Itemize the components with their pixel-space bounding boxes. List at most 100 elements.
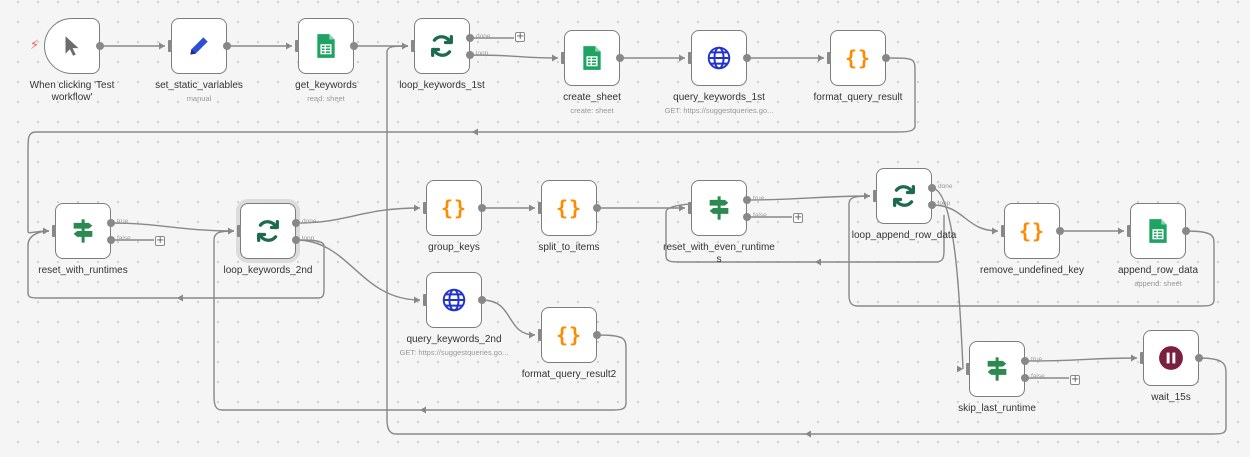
output-port[interactable] [882, 54, 890, 62]
input-port[interactable] [168, 40, 172, 52]
node-title: loop_keywords_1st [399, 80, 485, 91]
node-loop-keywords-2nd[interactable] [240, 203, 296, 259]
node-get-keywords[interactable] [298, 18, 354, 74]
output-port-done[interactable] [928, 184, 936, 192]
input-port[interactable] [538, 202, 542, 214]
input-port[interactable] [966, 363, 970, 375]
branch-label-true: true [753, 195, 765, 202]
branch-label-loop: loop [476, 50, 489, 57]
input-port[interactable] [688, 202, 692, 214]
add-node-button[interactable]: + [1070, 374, 1080, 385]
output-port-true[interactable] [743, 196, 751, 204]
output-port-false[interactable] [743, 213, 751, 221]
connection-arrow [805, 430, 811, 438]
input-port[interactable] [1127, 225, 1131, 237]
input-port[interactable] [295, 40, 299, 52]
input-port[interactable] [52, 225, 56, 237]
input-port[interactable] [688, 52, 692, 64]
input-port[interactable] [423, 294, 427, 306]
output-port[interactable] [593, 204, 601, 212]
node-skip-last-runtime[interactable] [969, 341, 1025, 397]
add-node-button[interactable]: + [515, 31, 525, 42]
input-port[interactable] [827, 52, 831, 64]
node-split-to-items[interactable]: {} [541, 180, 597, 236]
input-port[interactable] [561, 52, 565, 64]
node-append-row-data[interactable] [1130, 203, 1186, 259]
input-port[interactable] [538, 329, 542, 341]
code-braces-icon: {} [440, 196, 468, 220]
node-query-keywords-1st[interactable] [691, 30, 747, 86]
connection-loop2-loop-to-query2 [295, 239, 421, 301]
code-braces-icon: {} [555, 323, 583, 347]
output-port[interactable] [478, 204, 486, 212]
input-port[interactable] [237, 225, 241, 237]
output-port-true[interactable] [107, 219, 115, 227]
connection-loop-append-loop-to-remove [931, 204, 999, 232]
node-create-sheet[interactable] [564, 30, 620, 86]
input-port[interactable] [1001, 225, 1005, 237]
output-port-loop[interactable] [466, 51, 474, 59]
connection-loop1-loop-to-create [469, 54, 559, 59]
connection-arrow [177, 294, 183, 302]
node-title: query_keywords_1st [673, 92, 765, 103]
node-loop-keywords-1st[interactable] [414, 18, 470, 74]
node-trigger[interactable] [44, 18, 100, 74]
node-query-keywords-2nd[interactable] [426, 272, 482, 328]
output-port[interactable] [616, 54, 624, 62]
node-format-query-result2[interactable]: {} [541, 307, 597, 363]
add-node-button[interactable]: + [793, 212, 803, 223]
output-port[interactable] [96, 42, 104, 50]
node-set-static-variables[interactable] [171, 18, 227, 74]
output-port[interactable] [1182, 227, 1190, 235]
connection-arrow [992, 227, 998, 235]
output-port-done[interactable] [292, 219, 300, 227]
branch-label-done: done [302, 218, 317, 225]
node-loop-append-row-data[interactable] [876, 168, 932, 224]
output-port[interactable] [743, 54, 751, 62]
connection-format-back-to-reset [27, 57, 916, 234]
connection-reset-even-true-to-loop-append [746, 195, 871, 201]
input-port[interactable] [873, 190, 877, 202]
connection-arrow [286, 42, 292, 50]
node-title: loop_keywords_2nd [223, 265, 313, 276]
output-port[interactable] [1056, 227, 1064, 235]
node-title: reset_with_runtimes [38, 265, 128, 276]
connection-arrow [864, 192, 870, 200]
output-port[interactable] [478, 296, 486, 304]
node-title: skip_last_runtime [958, 403, 1036, 414]
google-sheets-icon [315, 33, 337, 59]
connection-arrow [159, 42, 165, 50]
output-port[interactable] [223, 42, 231, 50]
output-port-false[interactable] [107, 236, 115, 244]
node-reset-with-even-runtimes[interactable] [691, 180, 747, 236]
input-port[interactable] [1140, 352, 1144, 364]
node-subtitle: GET: https://suggestqueries.go... [399, 348, 509, 357]
input-port[interactable] [411, 40, 415, 52]
connection-arrow [679, 54, 685, 62]
pause-icon [1158, 345, 1184, 371]
node-wait-15s[interactable] [1143, 330, 1199, 386]
connection-loop-append-done-to-skip [931, 187, 964, 370]
node-group-keys[interactable]: {} [426, 180, 482, 236]
node-title: loop_append_row_data [851, 230, 957, 241]
signpost-icon [705, 194, 733, 222]
node-format-query-result[interactable]: {} [830, 30, 886, 86]
code-braces-icon: {} [1018, 219, 1046, 243]
input-port[interactable] [423, 202, 427, 214]
loop-icon [428, 32, 456, 60]
output-port-false[interactable] [1021, 374, 1029, 382]
output-port[interactable] [593, 331, 601, 339]
node-reset-with-runtimes[interactable] [55, 203, 111, 259]
branch-label-done: done [476, 33, 491, 40]
connection-arrow [818, 54, 824, 62]
output-port-loop[interactable] [928, 201, 936, 209]
output-port-done[interactable] [466, 34, 474, 42]
node-remove-undefined-key[interactable]: {} [1004, 203, 1060, 259]
output-port[interactable] [1195, 354, 1203, 362]
output-port[interactable] [350, 42, 358, 50]
node-title: format_query_result2 [521, 369, 617, 380]
add-node-button[interactable]: + [155, 235, 165, 246]
output-port-true[interactable] [1021, 357, 1029, 365]
output-port-loop[interactable] [292, 236, 300, 244]
